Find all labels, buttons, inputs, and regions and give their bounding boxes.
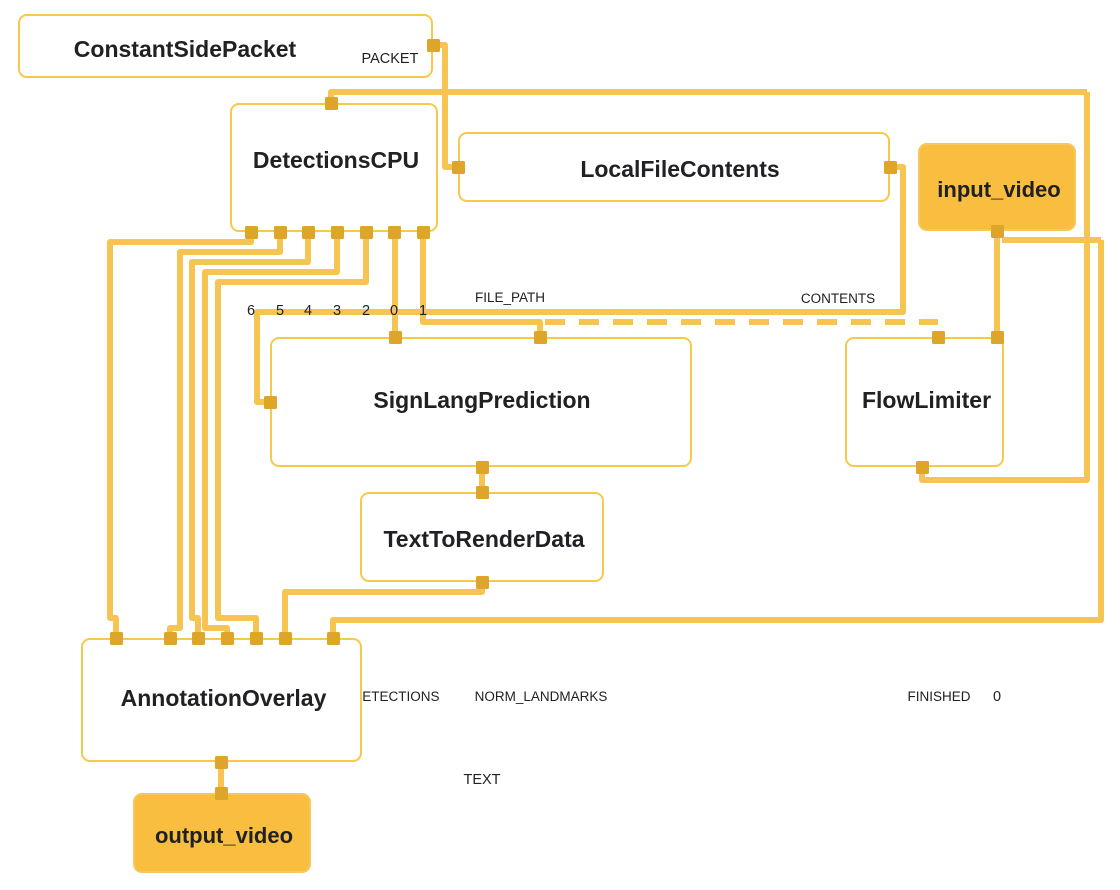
node-label: input_video — [937, 177, 1061, 202]
node-label: FlowLimiter — [861, 387, 992, 413]
port-label-4: 4 — [303, 303, 313, 319]
node-input_video[interactable]: input_video — [918, 143, 1076, 231]
port-out-packet[interactable] — [426, 38, 440, 52]
node-output_video[interactable]: output_video — [133, 793, 311, 873]
port-out-2[interactable] — [359, 225, 373, 239]
node-label: LocalFileContents — [580, 156, 780, 182]
port-label-5: 5 — [275, 303, 285, 319]
node-annotation_overlay[interactable]: AnnotationOverlay — [81, 638, 362, 762]
edge — [107, 232, 254, 638]
port-in-vector[interactable] — [109, 631, 123, 645]
port-out-text[interactable] — [475, 460, 489, 474]
port-in-norm_landmarks[interactable] — [533, 330, 547, 344]
port-in-image[interactable] — [326, 631, 340, 645]
edge — [919, 92, 1090, 483]
node-sign_lang_prediction[interactable]: SignLangPrediction — [270, 337, 692, 467]
edge — [167, 232, 283, 638]
port-out-6[interactable] — [244, 225, 258, 239]
node-label: AnnotationOverlay — [120, 685, 327, 711]
port-in-2[interactable] — [220, 631, 234, 645]
port-in-0[interactable] — [990, 330, 1004, 344]
port-in-5[interactable] — [278, 631, 292, 645]
port-label-0: 0 — [389, 303, 399, 319]
edge — [215, 232, 369, 638]
port-out[interactable] — [475, 575, 489, 589]
port-in-4[interactable] — [163, 631, 177, 645]
port-out-5[interactable] — [273, 225, 287, 239]
port-in-3[interactable] — [191, 631, 205, 645]
port-label-contents: CONTENTS — [800, 291, 876, 306]
node-flow_limiter[interactable]: FlowLimiter — [845, 337, 1004, 467]
edge — [202, 232, 340, 638]
node-label: TextToRenderData — [383, 526, 585, 552]
port-label-finished: FINISHED — [907, 689, 971, 704]
port-in-detections[interactable] — [388, 330, 402, 344]
port-out-4[interactable] — [301, 225, 315, 239]
port-out-contents[interactable] — [883, 160, 897, 174]
port-out-1[interactable] — [416, 225, 430, 239]
port-in-labels[interactable] — [263, 395, 277, 409]
node-text_to_render_data[interactable]: TextToRenderData — [360, 492, 604, 582]
port-in[interactable] — [475, 485, 489, 499]
port-label-norm_landmarks: NORM_LANDMARKS — [474, 689, 608, 704]
port-in-1[interactable] — [249, 631, 263, 645]
port-in-file_path[interactable] — [451, 160, 465, 174]
node-label: output_video — [154, 823, 294, 848]
node-local_file_contents[interactable]: LocalFileContents — [458, 132, 890, 202]
port-label-1: 1 — [418, 303, 428, 319]
port-label-6: 6 — [246, 303, 256, 319]
node-label: SignLangPrediction — [373, 387, 591, 413]
port-out-image[interactable] — [214, 755, 228, 769]
port-label-file_path: FILE_PATH — [474, 290, 546, 305]
edge — [189, 232, 311, 638]
port-out-0[interactable] — [387, 225, 401, 239]
port-label-3: 3 — [332, 303, 342, 319]
port-out-3[interactable] — [330, 225, 344, 239]
port-label-0: 0 — [992, 689, 1002, 705]
edge — [420, 232, 543, 337]
port-label-packet: PACKET — [361, 51, 419, 67]
node-constant_side_packet[interactable]: ConstantSidePacket — [18, 14, 433, 78]
port-in[interactable] — [324, 96, 338, 110]
edge — [330, 240, 1104, 638]
port-in-finished[interactable] — [931, 330, 945, 344]
port-out[interactable] — [915, 460, 929, 474]
port-label-detections: DETECTIONS — [352, 689, 440, 704]
node-label: ConstantSidePacket — [73, 36, 297, 62]
node-detections_cpu[interactable]: DetectionsCPU — [230, 103, 438, 232]
edge — [282, 582, 485, 638]
edge — [254, 164, 906, 405]
port-out[interactable] — [990, 224, 1004, 238]
port-label-text: TEXT — [463, 772, 501, 788]
port-in[interactable] — [214, 786, 228, 800]
node-label: DetectionsCPU — [252, 147, 420, 173]
port-label-2: 2 — [361, 303, 371, 319]
